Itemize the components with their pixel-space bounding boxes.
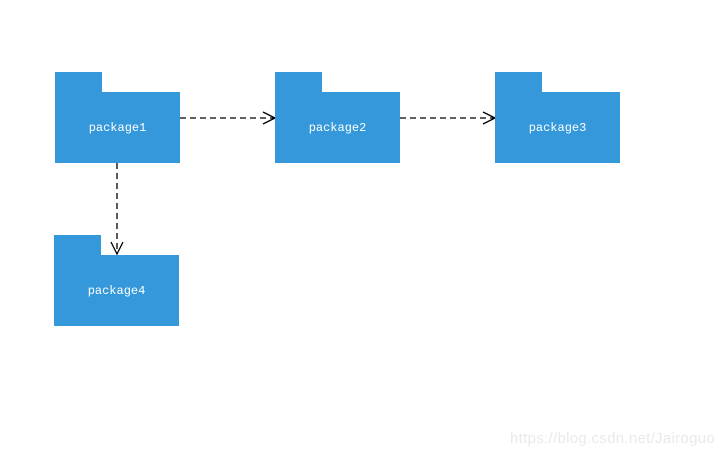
package-label: package4 (87, 283, 146, 298)
package-label: package1 (88, 120, 147, 135)
package-label: package3 (528, 120, 587, 135)
package-tab (275, 72, 322, 92)
package-body: package3 (495, 92, 620, 163)
package-body: package2 (275, 92, 400, 163)
package-label: package2 (308, 120, 367, 135)
package-body: package1 (55, 92, 180, 163)
package-node-package2: package2 (275, 72, 400, 163)
watermark: https://blog.csdn.net/Jairoguo (510, 430, 715, 447)
package-tab (495, 72, 542, 92)
package-tab (55, 72, 102, 92)
package-body: package4 (54, 255, 179, 326)
package-node-package1: package1 (55, 72, 180, 163)
package-node-package4: package4 (54, 235, 179, 326)
package-tab (54, 235, 101, 255)
package-node-package3: package3 (495, 72, 620, 163)
